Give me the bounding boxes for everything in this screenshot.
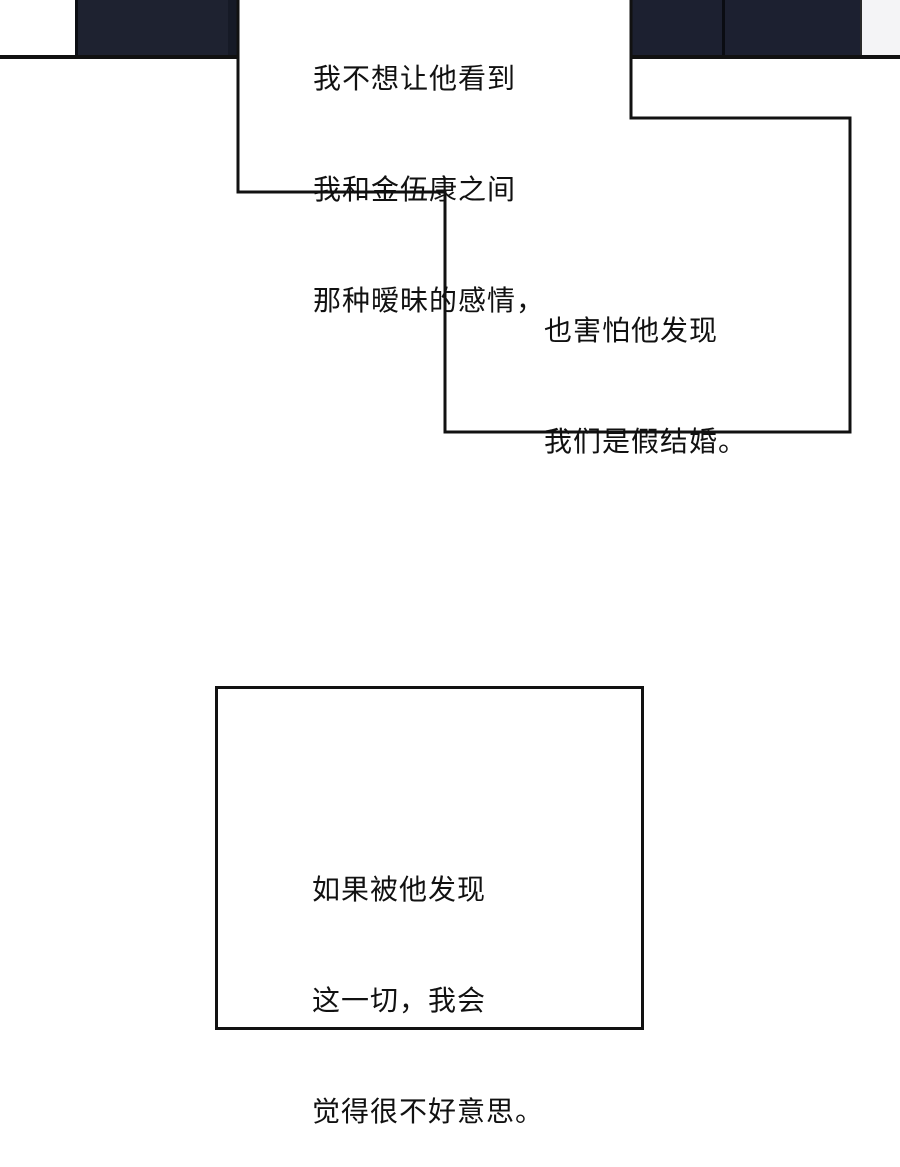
narration-line: 我们是假结婚。 [544,425,748,458]
narration-bubble-shape [236,0,852,434]
narration-line: 我和金伍康之间 [313,173,517,206]
caption-line: 觉得很不好意思。 [312,1095,545,1128]
narration-text-top: 我不想让他看到 我和金伍康之间 那种暧昧的感情， [313,0,545,356]
caption-line: 如果被他发现 [312,873,487,906]
narration-line: 也害怕他发现 [544,314,719,347]
caption-text: 如果被他发现 这一切，我会 觉得很不好意思。 [312,797,544,1167]
caption-line: 这一切，我会 [312,984,487,1017]
character-suit-right [630,0,860,55]
caption-box [215,686,644,1030]
character-suit-left [75,0,228,55]
narration-text-middle: 也害怕他发现 我们是假结婚。 [544,238,747,497]
narration-line: 我不想让他看到 [313,62,517,95]
character-suit-right-fold [722,0,725,55]
narration-line: 那种暧昧的感情， [313,284,546,317]
panel-right-edge [860,0,900,55]
